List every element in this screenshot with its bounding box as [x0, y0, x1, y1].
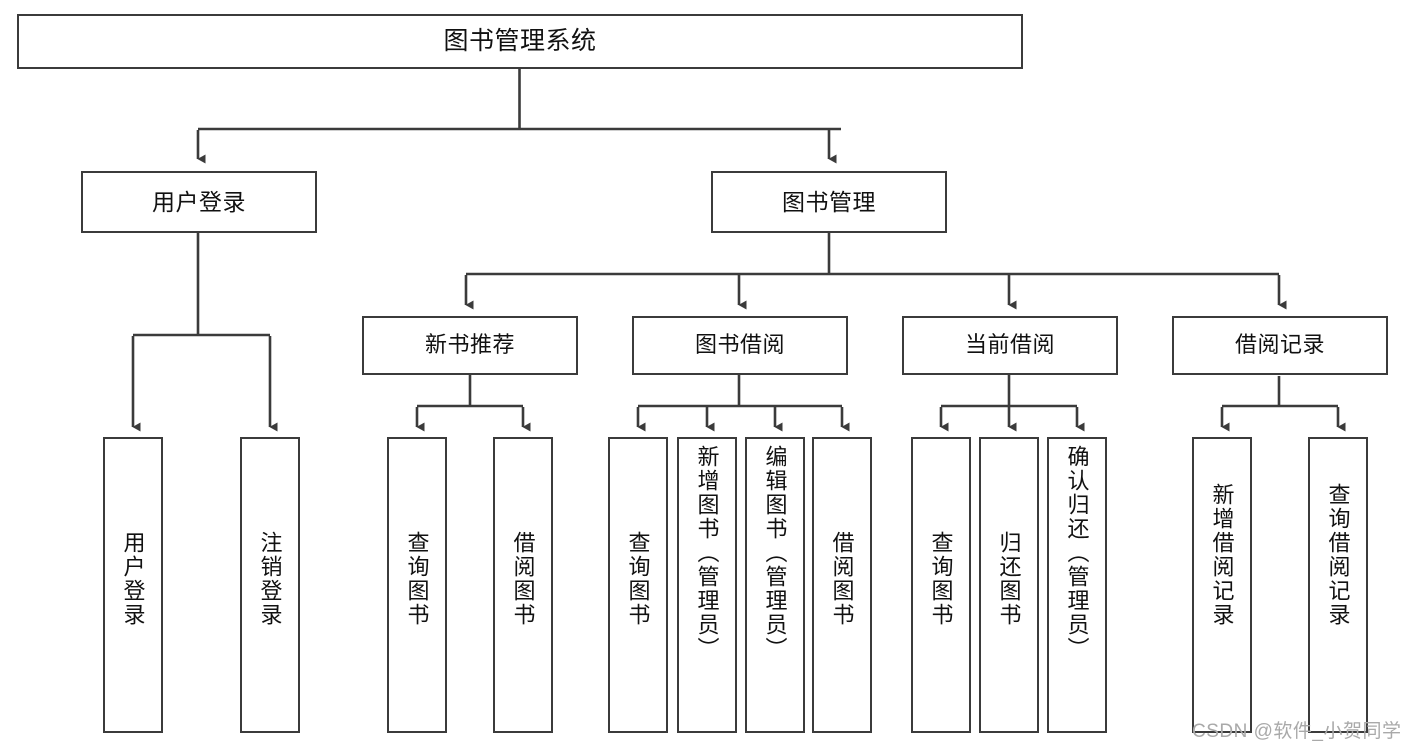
leaf-query-book-1-label: 查询图书 — [404, 531, 430, 627]
leaf-borrow-book-1[interactable]: 借阅图书 — [493, 437, 553, 733]
leaf-return-book-label: 归还图书 — [996, 531, 1022, 627]
node-new-book-recommend-label: 新书推荐 — [424, 332, 515, 358]
leaf-add-record-label: 新增借阅记录 — [1209, 483, 1235, 627]
leaf-query-record-label: 查询借阅记录 — [1325, 483, 1351, 627]
node-user-login[interactable]: 用户登录 — [81, 171, 317, 233]
leaf-user-login-label: 用户登录 — [120, 531, 146, 627]
leaf-logout-login-label: 注销登录 — [257, 531, 283, 627]
leaf-edit-book-label: 编辑图书（管理员） — [762, 445, 788, 661]
node-root[interactable]: 图书管理系统 — [17, 14, 1023, 69]
node-book-management[interactable]: 图书管理 — [711, 171, 947, 233]
leaf-query-book-2-label: 查询图书 — [625, 531, 651, 627]
node-user-login-label: 用户登录 — [152, 188, 246, 215]
node-borrow-record-label: 借阅记录 — [1234, 332, 1325, 358]
node-current-borrow[interactable]: 当前借阅 — [902, 316, 1118, 375]
leaf-query-book-1[interactable]: 查询图书 — [387, 437, 447, 733]
leaf-add-record[interactable]: 新增借阅记录 — [1192, 437, 1252, 733]
leaf-confirm-return-label: 确认归还（管理员） — [1064, 445, 1090, 661]
leaf-query-book-2[interactable]: 查询图书 — [608, 437, 668, 733]
leaf-add-book-label: 新增图书（管理员） — [694, 445, 720, 661]
node-book-management-label: 图书管理 — [782, 188, 876, 215]
leaf-user-login[interactable]: 用户登录 — [103, 437, 163, 733]
leaf-confirm-return[interactable]: 确认归还（管理员） — [1047, 437, 1107, 733]
leaf-borrow-book-2[interactable]: 借阅图书 — [812, 437, 872, 733]
leaf-borrow-book-2-label: 借阅图书 — [829, 531, 855, 627]
leaf-query-book-3-label: 查询图书 — [928, 531, 954, 627]
csdn-watermark: CSDN @软件_小贺同学 — [1192, 721, 1402, 742]
node-book-borrow-label: 图书借阅 — [694, 332, 785, 358]
node-book-borrow[interactable]: 图书借阅 — [632, 316, 848, 375]
leaf-edit-book[interactable]: 编辑图书（管理员） — [745, 437, 805, 733]
node-root-label: 图书管理系统 — [443, 27, 597, 56]
node-current-borrow-label: 当前借阅 — [964, 332, 1055, 358]
leaf-query-book-3[interactable]: 查询图书 — [911, 437, 971, 733]
leaf-add-book[interactable]: 新增图书（管理员） — [677, 437, 737, 733]
leaf-logout-login[interactable]: 注销登录 — [240, 437, 300, 733]
node-borrow-record[interactable]: 借阅记录 — [1172, 316, 1388, 375]
node-new-book-recommend[interactable]: 新书推荐 — [362, 316, 578, 375]
leaf-query-record[interactable]: 查询借阅记录 — [1308, 437, 1368, 733]
leaf-return-book[interactable]: 归还图书 — [979, 437, 1039, 733]
leaf-borrow-book-1-label: 借阅图书 — [510, 531, 536, 627]
